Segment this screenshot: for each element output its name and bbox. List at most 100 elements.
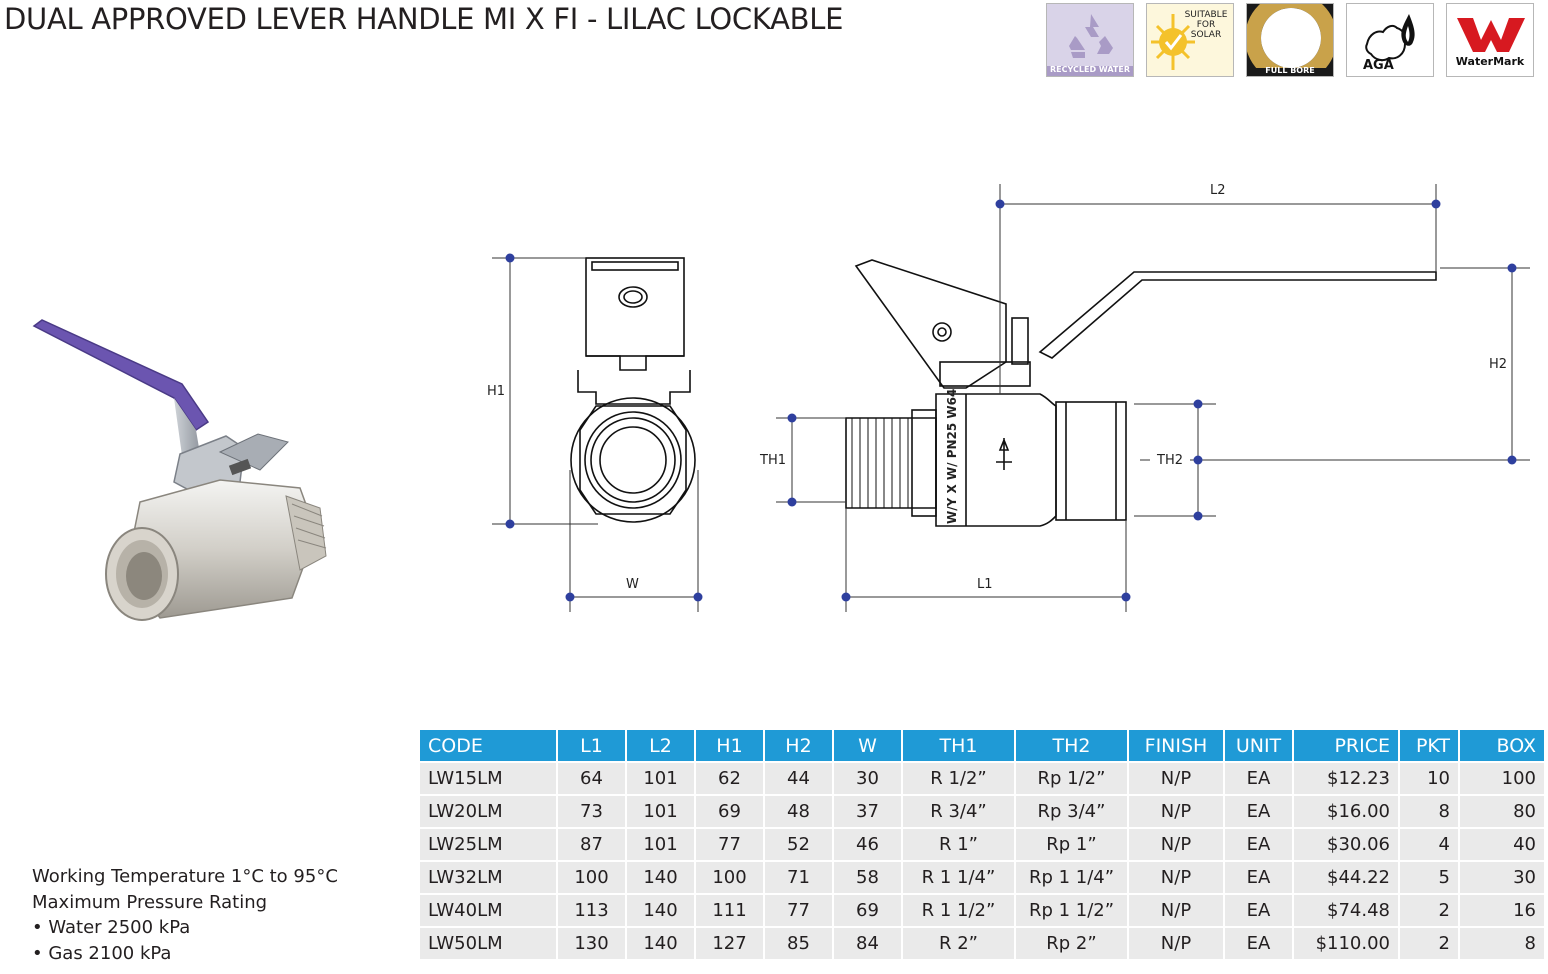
cell-w: 30 xyxy=(834,763,901,794)
cell-box: 8 xyxy=(1460,928,1544,959)
cell-w: 58 xyxy=(834,862,901,893)
cell-th1: R 1” xyxy=(903,829,1014,860)
recycle-icon xyxy=(1047,4,1133,76)
cell-pkt: 5 xyxy=(1400,862,1458,893)
solar-badge: SUITABLE FOR SOLAR xyxy=(1146,3,1234,77)
cell-code: LW32LM xyxy=(420,862,556,893)
cell-unit: EA xyxy=(1225,862,1292,893)
recycled-water-label: RECYCLED WATER xyxy=(1050,65,1130,74)
spec-table: CODE L1 L2 H1 H2 W TH1 TH2 FINISH UNIT P… xyxy=(418,728,1546,961)
table-row: LW32LM 100 140 100 71 58 R 1 1/4” Rp 1 1… xyxy=(420,862,1544,893)
cell-l1: 64 xyxy=(558,763,625,794)
cell-finish: N/P xyxy=(1129,895,1223,926)
cell-th2: Rp 2” xyxy=(1016,928,1127,959)
cell-l2: 140 xyxy=(627,862,694,893)
cell-unit: EA xyxy=(1225,796,1292,827)
watermark-w-icon xyxy=(1447,4,1533,76)
full-bore-badge: FULL BORE xyxy=(1246,3,1334,77)
cell-th1: R 1 1/2” xyxy=(903,895,1014,926)
cell-price: $16.00 xyxy=(1294,796,1398,827)
cell-h1: 62 xyxy=(696,763,763,794)
cell-price: $44.22 xyxy=(1294,862,1398,893)
table-header-row: CODE L1 L2 H1 H2 W TH1 TH2 FINISH UNIT P… xyxy=(420,730,1544,761)
lock-plate-side xyxy=(854,259,1007,389)
h1-label: H1 xyxy=(487,384,505,399)
cell-l2: 140 xyxy=(627,928,694,959)
cell-h2: 48 xyxy=(765,796,832,827)
solar-text: SUITABLE FOR SOLAR xyxy=(1184,10,1228,40)
cell-l2: 101 xyxy=(627,763,694,794)
header-h2: H2 xyxy=(765,730,832,761)
cell-price: $30.06 xyxy=(1294,829,1398,860)
recycled-water-badge: RECYCLED WATER xyxy=(1046,3,1134,77)
cell-finish: N/P xyxy=(1129,763,1223,794)
cell-finish: N/P xyxy=(1129,928,1223,959)
cell-pkt: 4 xyxy=(1400,829,1458,860)
table-row: LW25LM 87 101 77 52 46 R 1” Rp 1” N/P EA… xyxy=(420,829,1544,860)
gas-pressure: • Gas 2100 kPa xyxy=(32,942,172,964)
end-view-lock-plate xyxy=(585,257,685,357)
cell-code: LW15LM xyxy=(420,763,556,794)
cell-l1: 73 xyxy=(558,796,625,827)
cell-box: 40 xyxy=(1460,829,1544,860)
cell-code: LW25LM xyxy=(420,829,556,860)
cell-l2: 101 xyxy=(627,796,694,827)
cell-th2: Rp 1/2” xyxy=(1016,763,1127,794)
cell-price: $12.23 xyxy=(1294,763,1398,794)
cell-unit: EA xyxy=(1225,895,1292,926)
h2-label: H2 xyxy=(1489,357,1507,372)
w-label: W xyxy=(626,577,639,592)
header-price: PRICE xyxy=(1294,730,1398,761)
cell-pkt: 2 xyxy=(1400,895,1458,926)
cell-finish: N/P xyxy=(1129,862,1223,893)
header-box: BOX xyxy=(1460,730,1544,761)
cell-box: 16 xyxy=(1460,895,1544,926)
cell-h2: 44 xyxy=(765,763,832,794)
cell-w: 46 xyxy=(834,829,901,860)
table-row: LW50LM 130 140 127 85 84 R 2” Rp 2” N/P … xyxy=(420,928,1544,959)
cell-w: 69 xyxy=(834,895,901,926)
cell-code: LW20LM xyxy=(420,796,556,827)
cell-l1: 87 xyxy=(558,829,625,860)
cell-h1: 111 xyxy=(696,895,763,926)
cell-pkt: 2 xyxy=(1400,928,1458,959)
valve-photo xyxy=(32,319,327,621)
cell-l1: 100 xyxy=(558,862,625,893)
sun-check-icon xyxy=(1147,4,1233,76)
cell-h2: 77 xyxy=(765,895,832,926)
cell-l2: 101 xyxy=(627,829,694,860)
header-finish: FINISH xyxy=(1129,730,1223,761)
aga-badge: AGA xyxy=(1346,3,1434,77)
cell-price: $74.48 xyxy=(1294,895,1398,926)
cell-pkt: 8 xyxy=(1400,796,1458,827)
header-l1: L1 xyxy=(558,730,625,761)
lever-handle xyxy=(1038,271,1437,359)
th2-label: TH2 xyxy=(1156,453,1183,468)
cell-th1: R 3/4” xyxy=(903,796,1014,827)
cell-h1: 77 xyxy=(696,829,763,860)
header-h1: H1 xyxy=(696,730,763,761)
cell-h2: 52 xyxy=(765,829,832,860)
working-temperature: Working Temperature 1°C to 95°C xyxy=(32,866,338,887)
cell-th2: Rp 1” xyxy=(1016,829,1127,860)
th1-label: TH1 xyxy=(759,453,786,468)
header-th2: TH2 xyxy=(1016,730,1127,761)
watermark-label: WaterMark xyxy=(1455,55,1525,68)
cell-box: 100 xyxy=(1460,763,1544,794)
specs-block: Working Temperature 1°C to 95°C Maximum … xyxy=(32,864,338,966)
cell-h1: 100 xyxy=(696,862,763,893)
cell-unit: EA xyxy=(1225,763,1292,794)
watermark-badge: WaterMark xyxy=(1446,3,1534,77)
header-w: W xyxy=(834,730,901,761)
cell-h2: 85 xyxy=(765,928,832,959)
cell-box: 30 xyxy=(1460,862,1544,893)
cell-th1: R 1 1/4” xyxy=(903,862,1014,893)
cell-finish: N/P xyxy=(1129,829,1223,860)
cell-th2: Rp 1 1/2” xyxy=(1016,895,1127,926)
l2-label: L2 xyxy=(1210,183,1226,198)
table-row: LW15LM 64 101 62 44 30 R 1/2” Rp 1/2” N/… xyxy=(420,763,1544,794)
full-bore-label: FULL BORE xyxy=(1265,66,1315,75)
cell-price: $110.00 xyxy=(1294,928,1398,959)
table-row: LW20LM 73 101 69 48 37 R 3/4” Rp 3/4” N/… xyxy=(420,796,1544,827)
cell-box: 80 xyxy=(1460,796,1544,827)
